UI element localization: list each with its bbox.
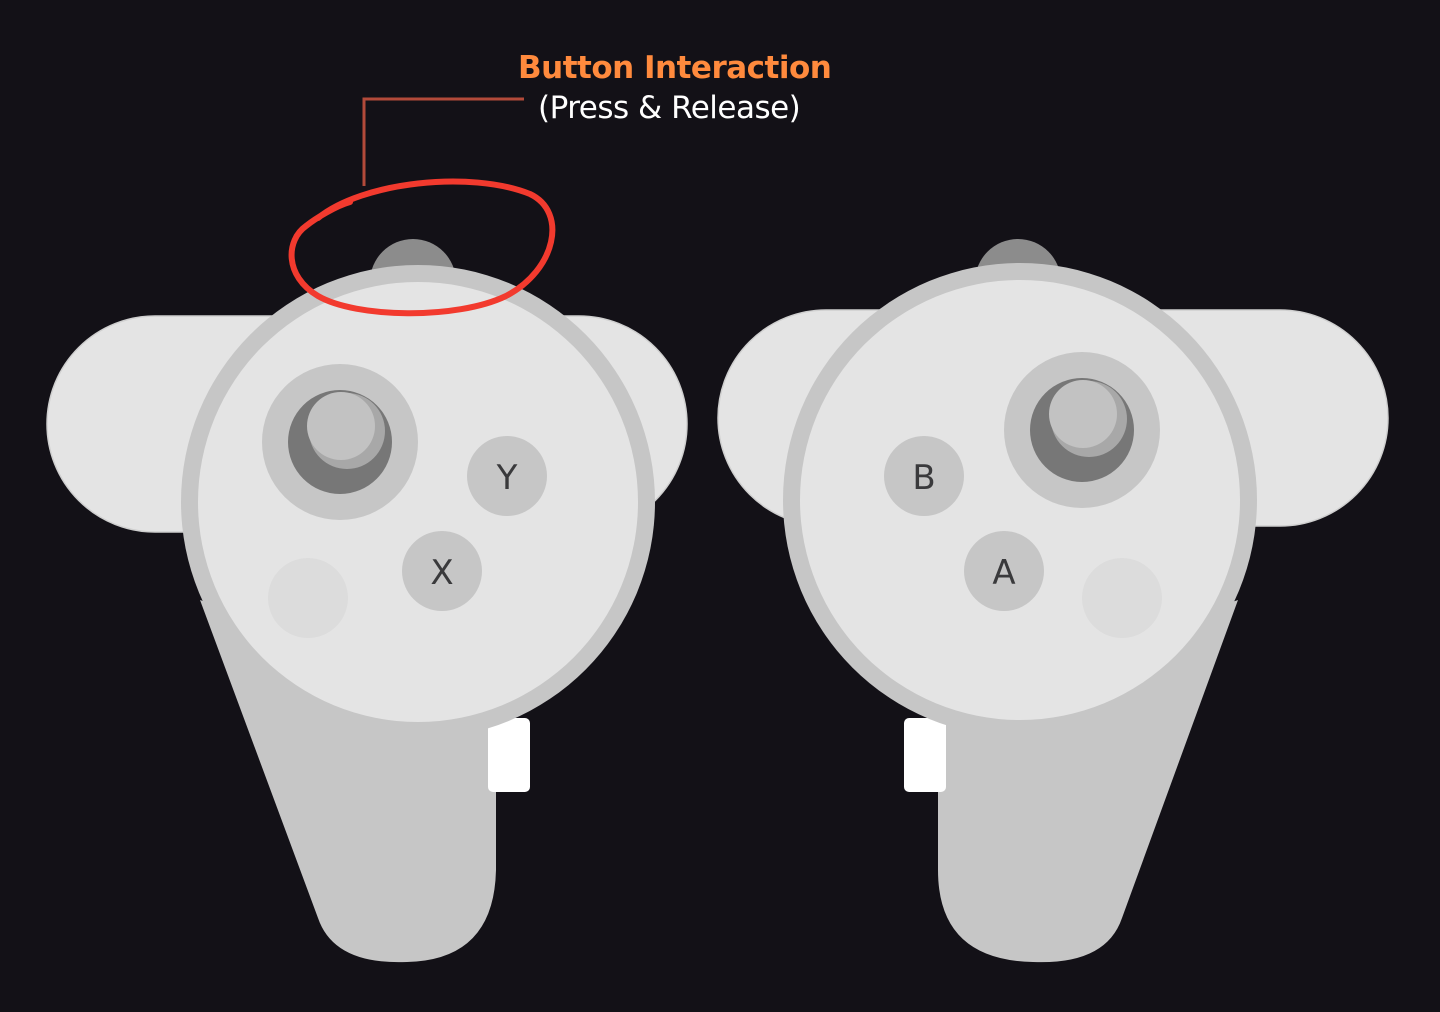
a-button-label: A <box>992 553 1015 593</box>
b-button-label: B <box>912 458 935 498</box>
b-button[interactable]: B <box>884 436 964 516</box>
left-system-button[interactable] <box>268 558 348 638</box>
right-thumbstick[interactable] <box>1004 352 1160 508</box>
y-button[interactable]: Y <box>467 436 547 516</box>
y-button-label: Y <box>496 458 518 498</box>
x-button-label: X <box>430 553 453 593</box>
left-trigger <box>488 718 530 792</box>
highlight-ellipse <box>288 178 556 317</box>
x-button[interactable]: X <box>402 531 482 611</box>
right-system-button[interactable] <box>1082 558 1162 638</box>
a-button[interactable]: A <box>964 531 1044 611</box>
right-trigger <box>904 718 946 792</box>
left-controller: Y X <box>46 239 688 963</box>
callout-subtitle: (Press & Release) <box>538 90 801 126</box>
callout-leader-line <box>362 97 524 186</box>
right-controller: B A <box>717 239 1389 963</box>
callout-title: Button Interaction <box>518 50 832 86</box>
left-thumbstick[interactable] <box>262 364 418 520</box>
